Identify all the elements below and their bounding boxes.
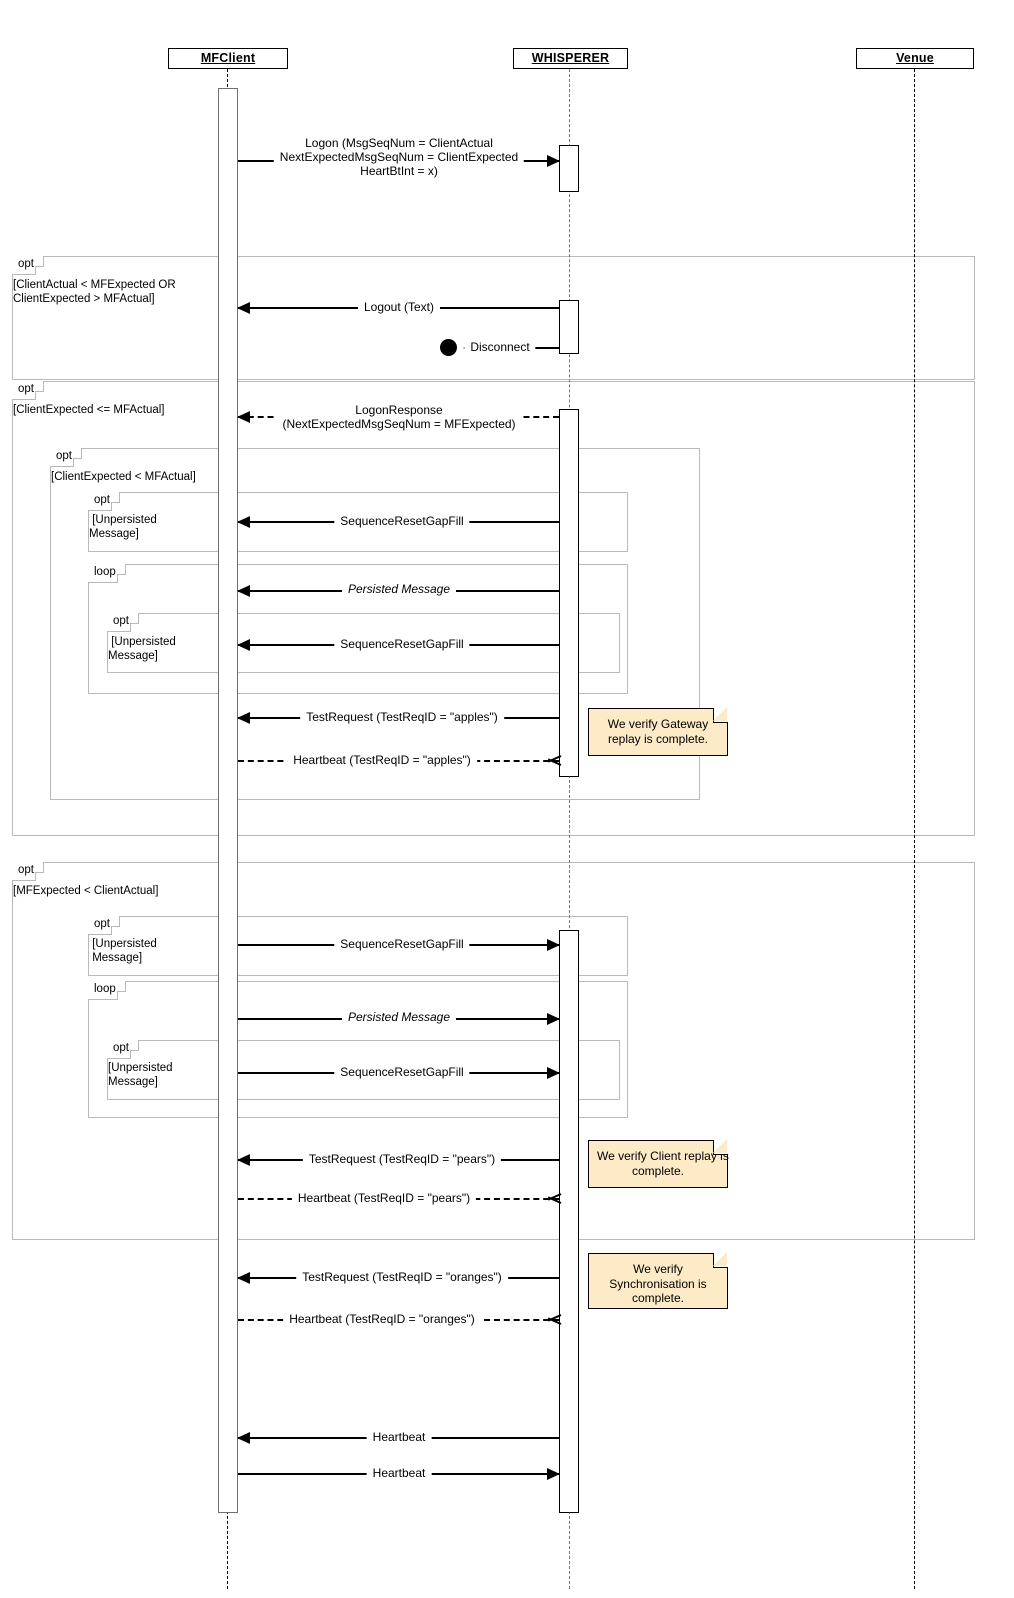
arrowhead-left-icon (237, 1272, 250, 1284)
note-fold-icon (713, 1252, 728, 1268)
activation-whisperer-logon (559, 145, 579, 192)
arrowhead-right-icon (547, 939, 560, 951)
fragment-guard: [ClientExpected < MFActual] (51, 471, 196, 483)
activation-whisperer-main (559, 930, 579, 1513)
fragment-loop-gateway-replay (88, 564, 628, 694)
note-text: We verify Gateway replay is complete. (607, 717, 709, 746)
fragment-opt-unpersisted-2 (107, 613, 620, 673)
lifeline-whisperer (569, 69, 570, 1589)
fragment-label: opt (12, 862, 44, 881)
fragment-label: loop (88, 564, 126, 583)
note-fold-icon (713, 707, 728, 723)
message-label: Persisted Message (341, 582, 457, 596)
lifeline-name: Venue (896, 51, 934, 65)
fragment-opt-logout (12, 256, 975, 380)
message-label: SequenceResetGapFill (334, 514, 470, 528)
destruction-dot-icon (440, 339, 457, 356)
fragment-label: opt (12, 381, 44, 400)
arrowhead-open-right-icon (547, 1191, 561, 1205)
message-label: TestRequest (TestReqID = "apples") (300, 710, 504, 724)
note-fold-icon (713, 1139, 728, 1155)
message-label: SequenceResetGapFill (334, 637, 470, 651)
activation-whisperer-logout (559, 300, 579, 354)
fragment-opt-logon-response (12, 381, 975, 836)
message-label: Logon (MsgSeqNum = ClientActual NextExpe… (273, 136, 525, 178)
note-client-replay: We verify Client replay is complete. (588, 1139, 729, 1188)
arrowhead-left-icon (237, 1432, 250, 1444)
arrowhead-left-icon (237, 302, 250, 314)
message-label: TestRequest (TestReqID = "pears") (302, 1152, 502, 1166)
lifeline-venue (914, 69, 915, 1589)
fragment-label: opt (12, 256, 44, 275)
message-label: LogonResponse (NextExpectedMsgSeqNum = M… (276, 403, 522, 431)
arrowhead-right-icon (547, 155, 560, 167)
arrowhead-left-icon (237, 639, 250, 651)
message-label: Heartbeat (TestReqID = "oranges") (283, 1312, 481, 1326)
lifeline-head-whisperer: WHISPERER (513, 48, 628, 69)
message-label: Persisted Message (341, 1010, 457, 1024)
note-synchronisation: We verify Synchronisation is complete. (588, 1252, 728, 1309)
message-label: Heartbeat (366, 1430, 432, 1444)
arrowhead-left-icon (237, 1154, 250, 1166)
lifeline-head-mfclient: MFClient (168, 48, 288, 69)
message-label: Logout (Text) (357, 300, 441, 314)
message-label: Heartbeat (TestReqID = "apples") (287, 753, 477, 767)
fragment-label: opt (88, 916, 120, 935)
arrowhead-open-right-icon (547, 1312, 561, 1326)
arrowhead-left-icon (237, 516, 250, 528)
fragment-loop-client-replay (88, 981, 628, 1118)
arrowhead-open-right-icon (547, 753, 561, 767)
arrowhead-left-icon (237, 712, 250, 724)
message-label: SequenceResetGapFill (334, 937, 470, 951)
fragment-label: opt (107, 613, 139, 632)
fragment-opt-unpersisted-1 (88, 492, 628, 552)
fragment-guard: [Unpersisted Message] (108, 1062, 173, 1088)
note-gateway-replay: We verify Gateway replay is complete. (588, 707, 728, 756)
fragment-guard: [Unpersisted Message] (89, 514, 157, 540)
arrowhead-right-icon (547, 1468, 560, 1480)
fragment-label: loop (88, 981, 126, 1000)
message-label: Heartbeat (TestReqID = "pears") (291, 1191, 477, 1205)
fragment-label: opt (107, 1040, 139, 1059)
message-label: Heartbeat (366, 1466, 432, 1480)
lifeline-name: WHISPERER (531, 51, 610, 65)
message-label: SequenceResetGapFill (334, 1065, 470, 1079)
fragment-label: opt (50, 448, 82, 467)
arrowhead-right-icon (547, 1067, 560, 1079)
fragment-guard: [MFExpected < ClientActual] (13, 885, 159, 897)
lifeline-name: MFClient (200, 51, 256, 65)
lifeline-head-venue: Venue (856, 48, 974, 69)
fragment-opt-client-expected-lt (50, 448, 700, 800)
arrowhead-right-icon (547, 1013, 560, 1025)
fragment-guard: [Unpersisted Message] (92, 938, 157, 964)
arrowhead-left-icon (237, 585, 250, 597)
fragment-guard: [ClientExpected <= MFActual] (13, 404, 165, 416)
activation-mfclient (218, 88, 238, 1513)
arrowhead-left-icon (237, 411, 250, 423)
fragment-guard: [ClientActual < MFExpected OR ClientExpe… (13, 279, 176, 305)
fragment-opt-mf-expected-lt (12, 862, 975, 1240)
activation-whisperer-replay (559, 409, 579, 777)
message-label: TestRequest (TestReqID = "oranges") (296, 1270, 508, 1284)
fragment-opt-unpersisted-3 (88, 916, 628, 976)
message-label: Disconnect (464, 340, 536, 354)
fragment-label: opt (88, 492, 120, 511)
fragment-guard: [Unpersisted Message] (108, 636, 176, 662)
note-text: We verify Client replay is complete. (597, 1149, 729, 1178)
note-text: We verify Synchronisation is complete. (609, 1262, 707, 1305)
fragment-opt-unpersisted-4 (107, 1040, 620, 1100)
